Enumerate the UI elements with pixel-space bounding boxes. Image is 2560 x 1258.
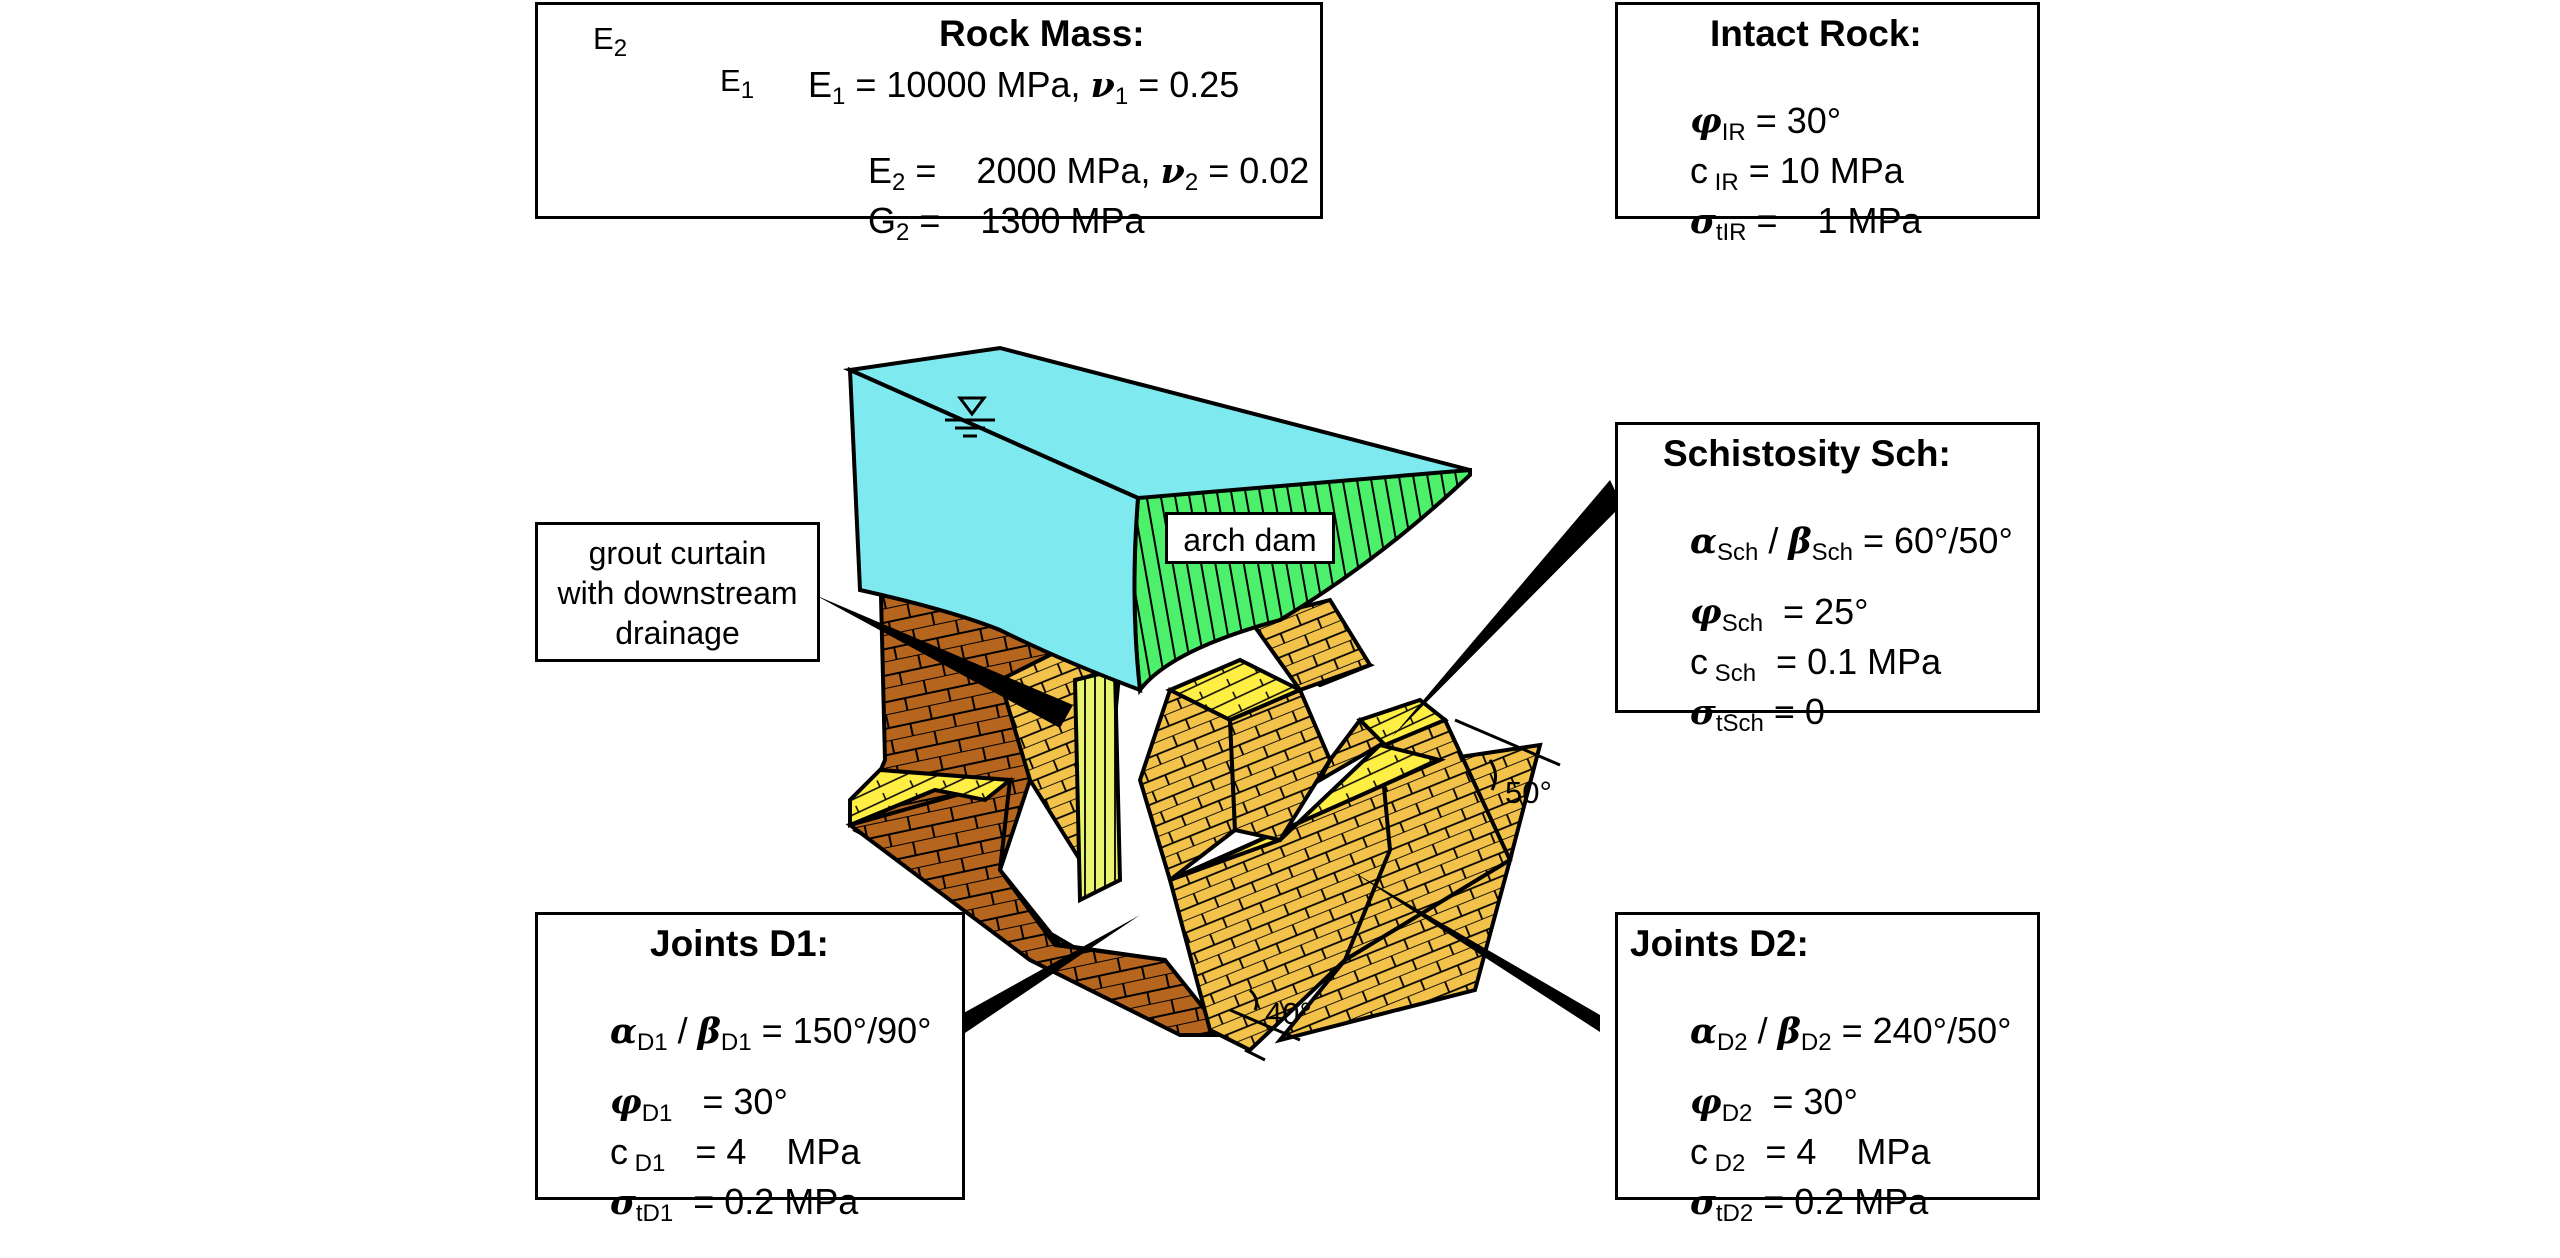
angle-50-label: 50° <box>1505 775 1552 810</box>
leader-wedges <box>815 480 1622 1035</box>
intact-rock-c: c IR = 10 MPa <box>1690 150 1904 196</box>
grout-label-line2: with downstream <box>557 575 798 611</box>
joints-d1-title: Joints D1: <box>650 923 829 964</box>
diagram-canvas: E2 E1 Rock Mass: E1 = 10000 MPa, ν1 = 0.… <box>535 2 2040 1226</box>
joints-d1-phi: φD1 = 30° <box>610 1081 788 1127</box>
reservoir-water <box>842 345 1471 694</box>
rock-mass-row-e1: E1 = 10000 MPa, ν1 = 0.25 <box>808 64 1240 110</box>
joints-d2-box: Joints D2: αD2 / βD2 = 240°/50° φD2 = 30… <box>1615 912 2040 1226</box>
angle-lines <box>1229 718 1561 1062</box>
schistosity-title: Schistosity Sch: <box>1663 433 1951 474</box>
joints-d2-c: c D2 = 4 MPa <box>1690 1131 1931 1177</box>
joints-d2-orientation: αD2 / βD2 = 240°/50° <box>1690 1010 2012 1056</box>
joints-d1-sigma: σtD1 = 0.2 MPa <box>610 1181 859 1227</box>
intact-rock-phi: φIR = 30° <box>1690 100 1842 146</box>
grout-curtain-label-box: grout curtain with downstream drainage <box>535 522 820 662</box>
e2-arrow-label: E2 <box>593 21 628 62</box>
arch-dam-label-box: arch dam <box>1165 512 1335 564</box>
schistosity-orientation: αSch / βSch = 60°/50° <box>1690 520 2013 566</box>
water-level-symbol <box>945 396 995 438</box>
grout-curtain <box>1072 667 1123 904</box>
joints-d1-box: Joints D1: αD1 / βD1 = 150°/90° φD1 = 30… <box>535 912 965 1226</box>
grout-label-line3: drainage <box>615 615 740 651</box>
e1-arrow-label: E1 <box>720 63 755 104</box>
schistosity-box: Schistosity Sch: αSch / βSch = 60°/50° φ… <box>1615 422 2040 736</box>
intact-rock-sigma: σtIR = 1 MPa <box>1690 200 1922 246</box>
joints-d2-phi: φD2 = 30° <box>1690 1081 1858 1127</box>
arch-dam-label: arch dam <box>1183 522 1317 558</box>
rock-mass-box: E2 E1 Rock Mass: E1 = 10000 MPa, ν1 = 0.… <box>535 2 1323 245</box>
rock-mass-row-e2: E2 = 2000 MPa, ν2 = 0.02 <box>868 150 1310 196</box>
joints-d2-title: Joints D2: <box>1630 923 1809 964</box>
intact-rock-title: Intact Rock: <box>1710 13 1922 54</box>
rock-mass-title: Rock Mass: <box>939 13 1145 54</box>
joints-d1-c: c D1 = 4 MPa <box>610 1131 861 1177</box>
joints-d2-sigma: σtD2 = 0.2 MPa <box>1690 1181 1929 1227</box>
schistosity-phi: φSch = 25° <box>1690 591 1869 637</box>
schistosity-c: c Sch = 0.1 MPa <box>1690 641 1942 687</box>
schistosity-sigma: σtSch = 0 <box>1690 691 1825 737</box>
rock-mass-row-g2: G2 = 1300 MPa <box>868 200 1145 246</box>
joints-d1-orientation: αD1 / βD1 = 150°/90° <box>610 1010 932 1056</box>
grout-label-line1: grout curtain <box>588 535 767 571</box>
angle-40-label: 40° <box>1265 996 1312 1031</box>
intact-rock-box: Intact Rock: φIR = 30° c IR = 10 MPa σtI… <box>1615 2 2040 245</box>
